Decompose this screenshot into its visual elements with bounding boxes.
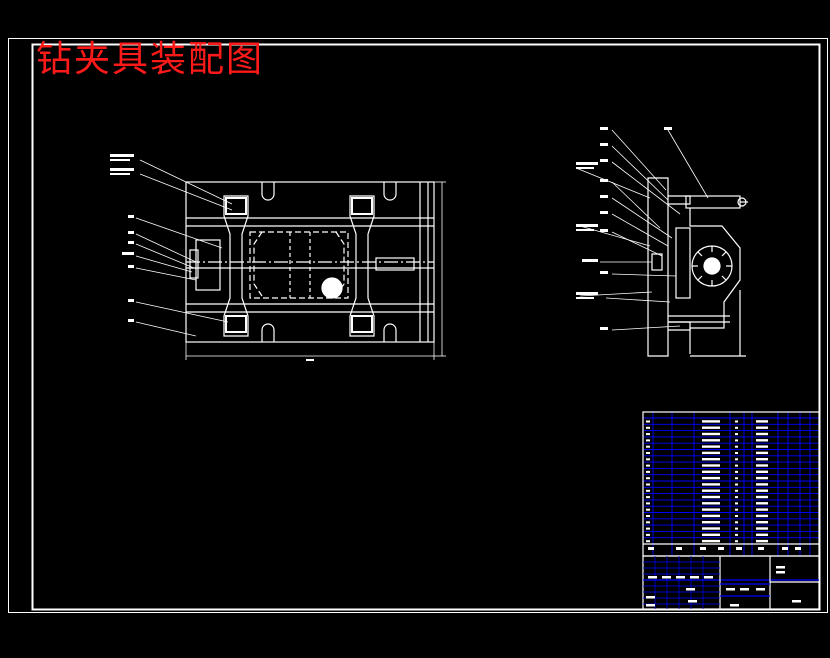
side-view [575,129,748,357]
drawing-title: 钻夹具装配图 [36,39,265,80]
outer-border [8,38,828,613]
drill-hole [321,277,343,299]
left-clamp [223,195,249,337]
side-view-labels [576,127,672,330]
workpiece [249,231,349,299]
side-bracket [689,208,746,357]
right-clamp [349,195,375,337]
parts-list [643,412,819,556]
title-block-grid [643,556,720,609]
front-view-labels [110,154,314,361]
front-view [135,159,446,360]
table-marks [646,420,801,607]
title-block [642,555,820,610]
side-base [647,177,669,357]
inner-border [31,43,821,611]
parts-list-frame [642,411,820,557]
